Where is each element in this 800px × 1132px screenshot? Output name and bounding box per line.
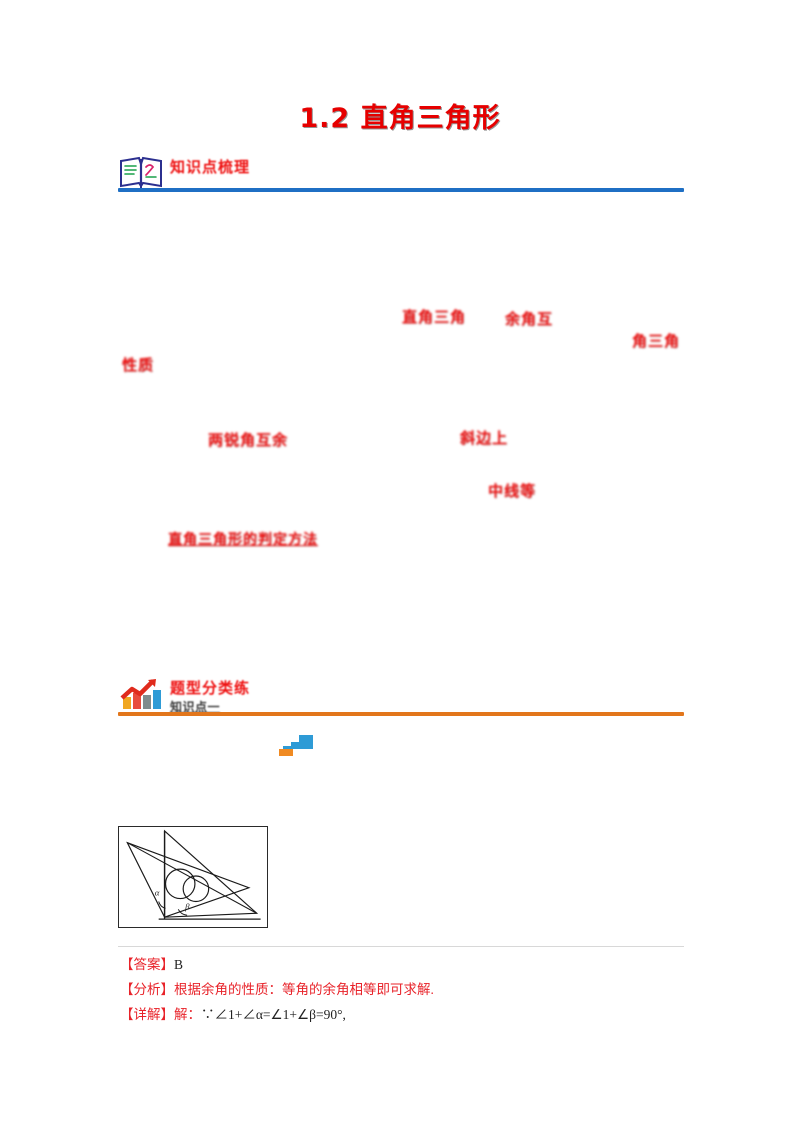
analysis-body: 根据余角的性质：等角的余角相等即可求解. — [174, 982, 434, 997]
section-header-knowledge: 知识点梳理 — [118, 155, 684, 197]
analysis-tag: 【分析】 — [120, 982, 174, 997]
body-text-fragment-underlined: 直角三角形的判定方法 — [168, 532, 318, 548]
answer-line-analysis: 【分析】根据余角的性质：等角的余角相等即可求解. — [120, 977, 680, 1002]
steps-icon — [274, 729, 320, 761]
body-text-fragment: 中线等 — [488, 482, 537, 500]
section-subtitle-practice: 知识点一 — [170, 700, 221, 714]
open-book-icon — [118, 155, 164, 190]
section-header-practice: 题型分类练 知识点一 — [118, 676, 684, 718]
body-text-fragment: 角三角 — [632, 332, 681, 350]
solution-math: ∵∠1+∠α=∠1+∠β=90°, — [201, 1007, 346, 1022]
answer-tag: 【答案】 — [120, 957, 174, 972]
section-rule-blue — [118, 188, 684, 192]
svg-text:α: α — [155, 888, 160, 898]
answer-divider — [118, 946, 684, 947]
svg-text:β: β — [184, 901, 190, 911]
body-text-fragment: 性质 — [122, 356, 155, 374]
body-text-fragment: 直角三角 — [402, 308, 467, 326]
section-title-knowledge: 知识点梳理 — [170, 158, 251, 176]
section-rule-orange — [118, 712, 684, 716]
bar-chart-growth-icon — [118, 676, 164, 710]
solution-tag: 【详解】 — [120, 1007, 174, 1022]
answer-line-solution: 【详解】解：∵∠1+∠α=∠1+∠β=90°, — [120, 1002, 680, 1027]
answer-block: 【答案】B 【分析】根据余角的性质：等角的余角相等即可求解. 【详解】解：∵∠1… — [120, 952, 680, 1027]
body-text-fragment: 两锐角互余 — [208, 431, 289, 449]
answer-line-result: 【答案】B — [120, 952, 680, 977]
answer-value: B — [174, 957, 184, 972]
page-title: 1.2 直角三角形 — [299, 103, 501, 134]
geometry-diagram: α β — [118, 826, 268, 928]
body-text-fragment: 斜边上 — [460, 429, 509, 447]
solution-body: 解： — [174, 1007, 201, 1022]
section-title-practice: 题型分类练 — [170, 679, 251, 697]
body-text-fragment: 余角互 — [505, 310, 554, 328]
